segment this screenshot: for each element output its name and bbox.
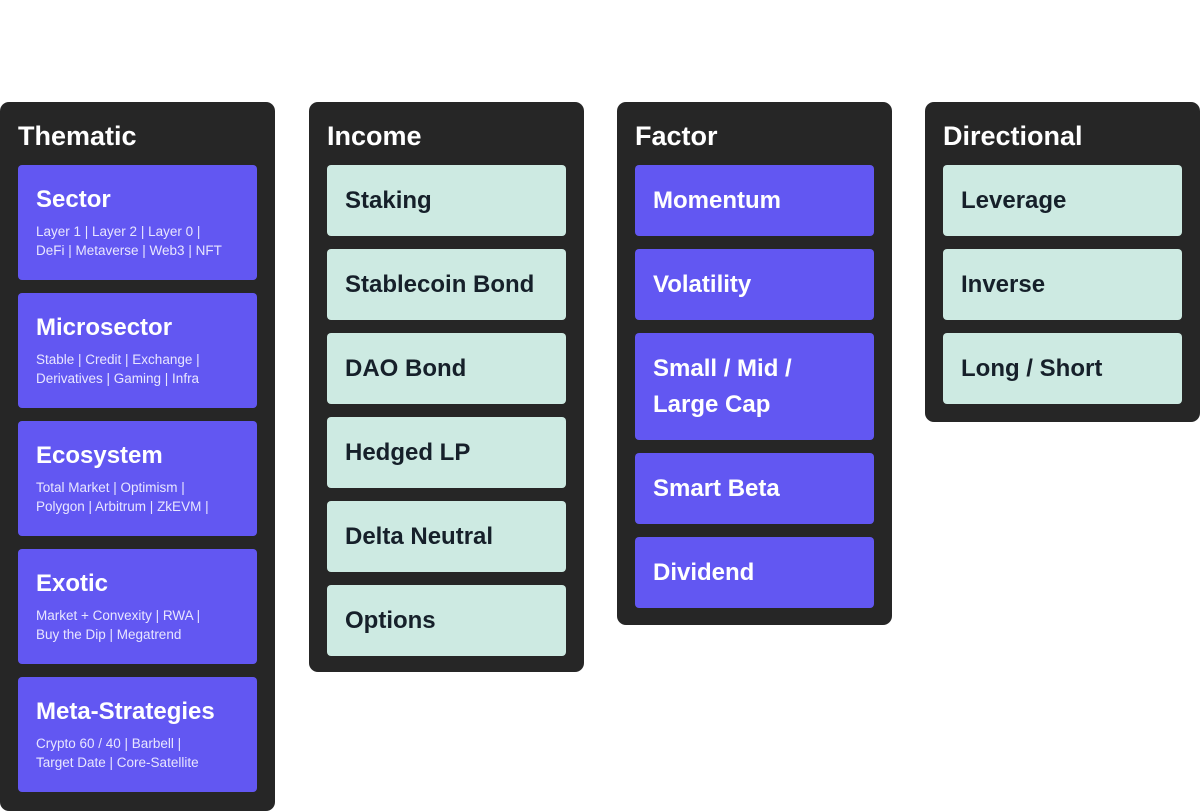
card-dao-bond[interactable]: DAO Bond [327, 333, 566, 404]
card-description-line: Crypto 60 / 40 | Barbell | [36, 736, 182, 751]
card-small-mid-large-cap[interactable]: Small / Mid / Large Cap [635, 333, 874, 440]
card-description-line: Polygon | Arbitrum | ZkEVM | [36, 499, 209, 514]
card-momentum[interactable]: Momentum [635, 165, 874, 236]
card-meta-strategies[interactable]: Meta-Strategies Crypto 60 / 40 | Barbell… [18, 677, 257, 792]
card-leverage[interactable]: Leverage [943, 165, 1182, 236]
card-exotic[interactable]: Exotic Market + Convexity | RWA | Buy th… [18, 549, 257, 664]
card-title-line-2: Large Cap [653, 390, 771, 418]
card-sector[interactable]: Sector Layer 1 | Layer 2 | Layer 0 | DeF… [18, 165, 257, 280]
card-title: Inverse [961, 270, 1046, 298]
card-microsector[interactable]: Microsector Stable | Credit | Exchange |… [18, 293, 257, 408]
card-title: Microsector [36, 314, 173, 341]
card-delta-neutral[interactable]: Delta Neutral [327, 501, 566, 572]
card-dividend[interactable]: Dividend [635, 537, 874, 608]
card-description-line: Buy the Dip | Megatrend [36, 627, 182, 642]
card-inverse[interactable]: Inverse [943, 249, 1182, 320]
card-title: Small / Mid / [653, 354, 792, 382]
card-description-line: Stable | Credit | Exchange | [36, 352, 200, 367]
card-options[interactable]: Options [327, 585, 566, 656]
card-description-line: DeFi | Metaverse | Web3 | NFT [36, 243, 222, 258]
card-ecosystem[interactable]: Ecosystem Total Market | Optimism | Poly… [18, 421, 257, 536]
card-title: Stablecoin Bond [345, 270, 535, 298]
card-description-line: Layer 1 | Layer 2 | Layer 0 | [36, 224, 201, 239]
card-title: Volatility [653, 270, 752, 298]
column-directional: Directional Leverage Inverse Long / Shor… [925, 102, 1200, 422]
card-title: DAO Bond [345, 354, 467, 382]
column-title: Directional [943, 121, 1083, 151]
card-title: Options [345, 606, 436, 634]
card-volatility[interactable]: Volatility [635, 249, 874, 320]
card-title: Hedged LP [345, 438, 471, 466]
card-title: Staking [345, 186, 432, 214]
card-title: Smart Beta [653, 474, 780, 502]
card-description: Total Market | Optimism | Polygon | Arbi… [36, 478, 239, 516]
card-description: Stable | Credit | Exchange | Derivatives… [36, 350, 239, 388]
card-title: Dividend [653, 558, 755, 586]
column-income: Income Staking Stablecoin Bond DAO Bond … [309, 102, 584, 672]
column-thematic: Thematic Sector Layer 1 | Layer 2 | Laye… [0, 102, 275, 811]
card-description: Market + Convexity | RWA | Buy the Dip |… [36, 606, 239, 644]
card-description-line: Total Market | Optimism | [36, 480, 185, 495]
card-description: Layer 1 | Layer 2 | Layer 0 | DeFi | Met… [36, 222, 239, 260]
card-title: Momentum [653, 186, 781, 214]
card-title: Ecosystem [36, 442, 163, 469]
column-title: Thematic [18, 121, 137, 151]
card-title: Leverage [961, 186, 1067, 214]
card-title: Long / Short [961, 354, 1103, 382]
card-hedged-lp[interactable]: Hedged LP [327, 417, 566, 488]
card-description: Crypto 60 / 40 | Barbell | Target Date |… [36, 734, 239, 772]
card-description-line: Market + Convexity | RWA | [36, 608, 201, 623]
card-title: Meta-Strategies [36, 698, 215, 725]
card-description-line: Target Date | Core-Satellite [36, 755, 199, 770]
card-stablecoin-bond[interactable]: Stablecoin Bond [327, 249, 566, 320]
card-title: Sector [36, 186, 111, 213]
column-title: Factor [635, 121, 718, 151]
card-long-short[interactable]: Long / Short [943, 333, 1182, 404]
card-description-line: Derivatives | Gaming | Infra [36, 371, 200, 386]
card-title: Delta Neutral [345, 522, 494, 550]
card-staking[interactable]: Staking [327, 165, 566, 236]
column-factor: Factor Momentum Volatility Small / Mid /… [617, 102, 892, 625]
card-title: Exotic [36, 570, 109, 597]
column-title: Income [327, 121, 422, 151]
card-smart-beta[interactable]: Smart Beta [635, 453, 874, 524]
